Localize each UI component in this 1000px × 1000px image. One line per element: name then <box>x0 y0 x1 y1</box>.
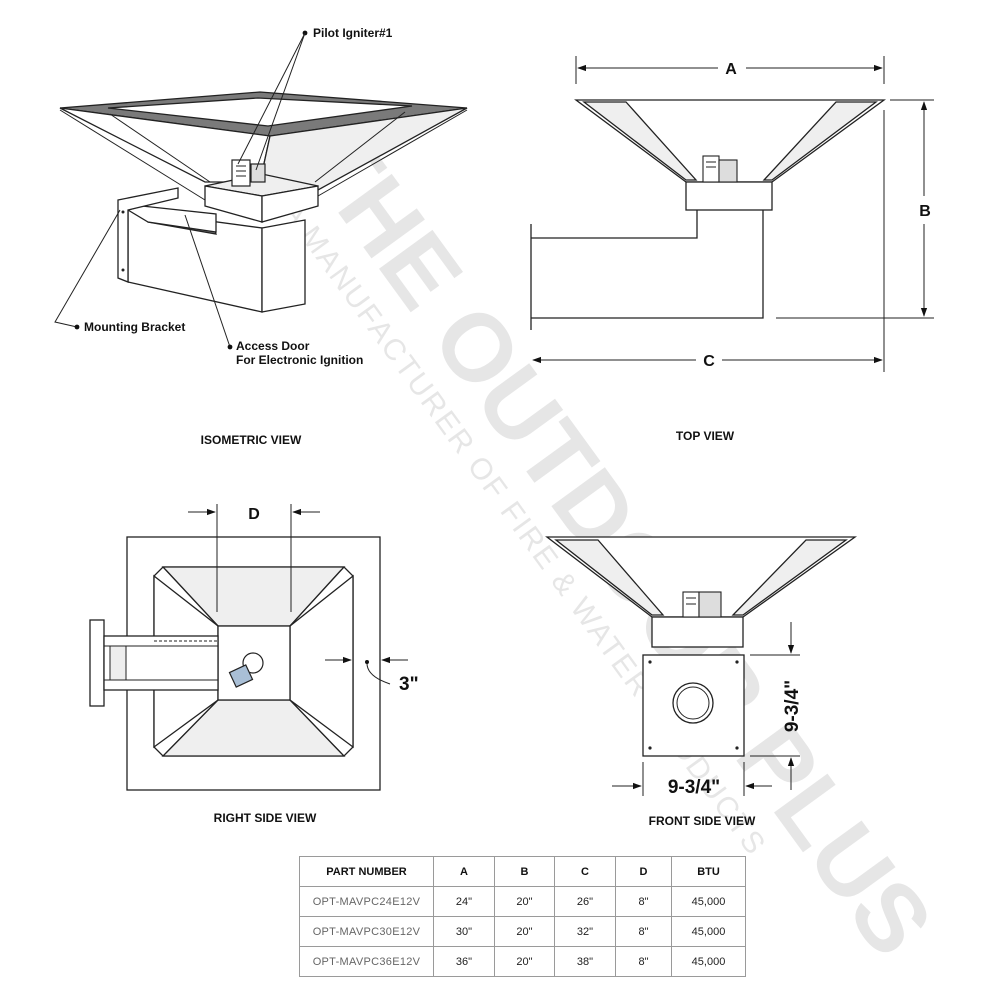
cell-b: 20" <box>494 946 555 977</box>
header-c: C <box>554 856 616 887</box>
header-part-number: PART NUMBER <box>299 856 434 887</box>
mounting-plate <box>89 619 105 707</box>
top-view-drawing: A B C TOP VIEW <box>530 56 934 443</box>
dimension-c-label: C <box>703 353 715 370</box>
table-row: OPT-MAVPC30E12V 30" 20" 32" 8" 45,000 <box>299 916 746 947</box>
cell-d: 8" <box>615 886 672 917</box>
pilot-igniter <box>231 159 251 187</box>
cell-c: 26" <box>554 886 616 917</box>
cell-c: 38" <box>554 946 616 977</box>
cell-a: 30" <box>433 916 495 947</box>
offset-3in-label: 3" <box>399 674 419 695</box>
front-width-dim-label: 9-3/4" <box>668 777 720 798</box>
front-height-dim-label: 9-3/4" <box>782 680 803 732</box>
cell-c: 32" <box>554 916 616 947</box>
isometric-view-drawing: Pilot Igniter#1 Mounting Bracket Access … <box>54 26 468 447</box>
burner-box <box>685 181 773 211</box>
cell-btu: 45,000 <box>671 916 746 947</box>
front-burner-box <box>651 616 744 648</box>
header-b: B <box>494 856 555 887</box>
igniter-valve <box>250 163 266 183</box>
cell-btu: 45,000 <box>671 946 746 977</box>
burner-box-right <box>261 185 319 223</box>
cell-part-number: OPT-MAVPC30E12V <box>299 916 434 947</box>
table-row: OPT-MAVPC36E12V 36" 20" 38" 8" 45,000 <box>299 946 746 977</box>
header-btu: BTU <box>671 856 746 887</box>
cell-btu: 45,000 <box>671 886 746 917</box>
dimension-b-label: B <box>919 203 931 220</box>
spec-table-header-row: PART NUMBER A B C D BTU <box>299 856 746 887</box>
access-door-label-line2: For Electronic Ignition <box>236 353 363 367</box>
cell-b: 20" <box>494 886 555 917</box>
burner-port <box>242 652 264 674</box>
table-row: OPT-MAVPC24E12V 24" 20" 26" 8" 45,000 <box>299 886 746 917</box>
access-door-label: Access Door <box>236 339 310 353</box>
front-side-view-title: FRONT SIDE VIEW <box>649 814 756 828</box>
front-side-view-drawing: 9-3/4" 9-3/4" FRONT SIDE VIEW <box>545 536 858 828</box>
right-side-view-drawing: D 3" RIGHT SIDE VIEW <box>89 504 419 825</box>
dimension-a-label: A <box>725 61 737 78</box>
top-view-title: TOP VIEW <box>676 429 735 443</box>
cell-part-number: OPT-MAVPC36E12V <box>299 946 434 977</box>
bowl-opening <box>107 97 413 127</box>
pilot-igniter-label: Pilot Igniter#1 <box>313 26 393 40</box>
cell-a: 24" <box>433 886 495 917</box>
header-a: A <box>433 856 495 887</box>
isometric-view-title: ISOMETRIC VIEW <box>201 433 302 447</box>
igniter-top <box>228 664 254 688</box>
right-side-view-title: RIGHT SIDE VIEW <box>214 811 317 825</box>
dimension-d-label: D <box>248 506 260 523</box>
cell-a: 36" <box>433 946 495 977</box>
mounting-bracket-label: Mounting Bracket <box>84 320 185 334</box>
cell-b: 20" <box>494 916 555 947</box>
spec-table: PART NUMBER A B C D BTU OPT-MAVPC24E12V … <box>299 856 746 977</box>
gas-inlet-hole <box>672 682 714 724</box>
cell-d: 8" <box>615 916 672 947</box>
top-view-igniter <box>702 155 720 183</box>
cell-part-number: OPT-MAVPC24E12V <box>299 886 434 917</box>
header-d: D <box>615 856 672 887</box>
housing-side <box>261 219 306 313</box>
cell-d: 8" <box>615 946 672 977</box>
mounting-bracket <box>117 187 179 283</box>
